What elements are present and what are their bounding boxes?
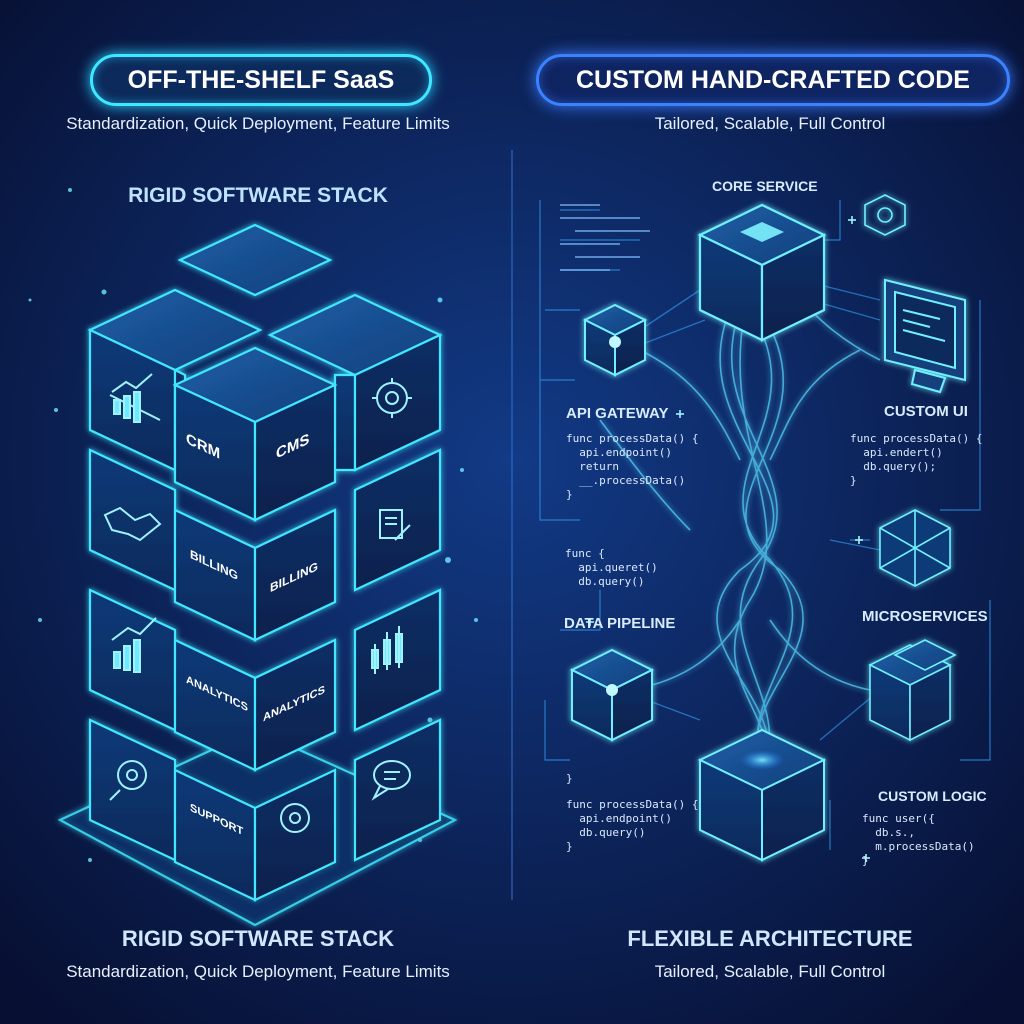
line-chart-icon xyxy=(111,617,157,673)
label-data-pipeline: DATA PIPELINE xyxy=(564,615,676,632)
api-gateway-cube xyxy=(582,303,648,377)
custom-ui-monitor xyxy=(884,278,966,394)
chat-bubble-icon xyxy=(371,760,411,801)
data-pipeline-cube xyxy=(569,648,655,742)
core-service-cube xyxy=(697,203,827,342)
custom-code-subtitle: Tailored, Scalable, Full Control xyxy=(654,114,886,133)
label-custom-ui: CUSTOM UI xyxy=(884,403,968,420)
custom-code-title-pill: CUSTOM HAND-CRAFTED CODE xyxy=(536,54,1010,106)
microservices-geodesic xyxy=(879,509,951,587)
rigid-stack-heading: RIGID SOFTWARE STACK xyxy=(128,184,388,207)
custom-logic-platform xyxy=(697,728,827,862)
code-custom-ui: func processData() { api.endert() db.que… xyxy=(850,432,983,487)
wrench-gear-icon xyxy=(109,760,147,801)
sparkles xyxy=(28,188,478,862)
microservices-cluster xyxy=(868,639,957,742)
hexagon-node-icon xyxy=(864,194,906,236)
bar-chart-icon xyxy=(109,373,161,423)
flexible-architecture-heading: FLEXIBLE ARCHITECTURE xyxy=(627,926,913,951)
rigid-stack-footer-heading: RIGID SOFTWARE STACK xyxy=(121,926,395,951)
gear-icon xyxy=(372,378,412,418)
handshake-icon xyxy=(103,506,162,542)
label-api-gateway: API GATEWAY xyxy=(566,405,669,422)
code-mid-left: func { api.queret() db.query() xyxy=(565,547,658,588)
label-core-service: CORE SERVICE xyxy=(712,178,818,194)
saas-footer-subtitle: Standardization, Quick Deployment, Featu… xyxy=(66,962,450,981)
saas-subtitle: Standardization, Quick Deployment, Featu… xyxy=(66,114,450,133)
code-brace-left: } xyxy=(566,772,573,785)
support-gear-icon xyxy=(280,803,310,833)
candlestick-icon xyxy=(371,626,403,674)
code-api-gateway: func processData() { api.endpoint() retu… xyxy=(566,432,699,501)
code-fragments xyxy=(560,204,650,271)
plus-markers xyxy=(586,216,870,862)
custom-code-footer-subtitle: Tailored, Scalable, Full Control xyxy=(654,962,886,981)
label-microservices: MICROSERVICES xyxy=(862,608,988,625)
code-custom-logic: func user({ db.s., m.processData() } xyxy=(862,812,975,867)
code-bottom-left: func processData() { api.endpoint() db.q… xyxy=(566,798,699,853)
saas-title-pill: OFF-THE-SHELF SaaS xyxy=(90,54,432,106)
label-custom-logic: CUSTOM LOGIC xyxy=(878,788,987,804)
rigid-cube-stack xyxy=(57,223,458,927)
document-edit-icon xyxy=(379,509,411,541)
